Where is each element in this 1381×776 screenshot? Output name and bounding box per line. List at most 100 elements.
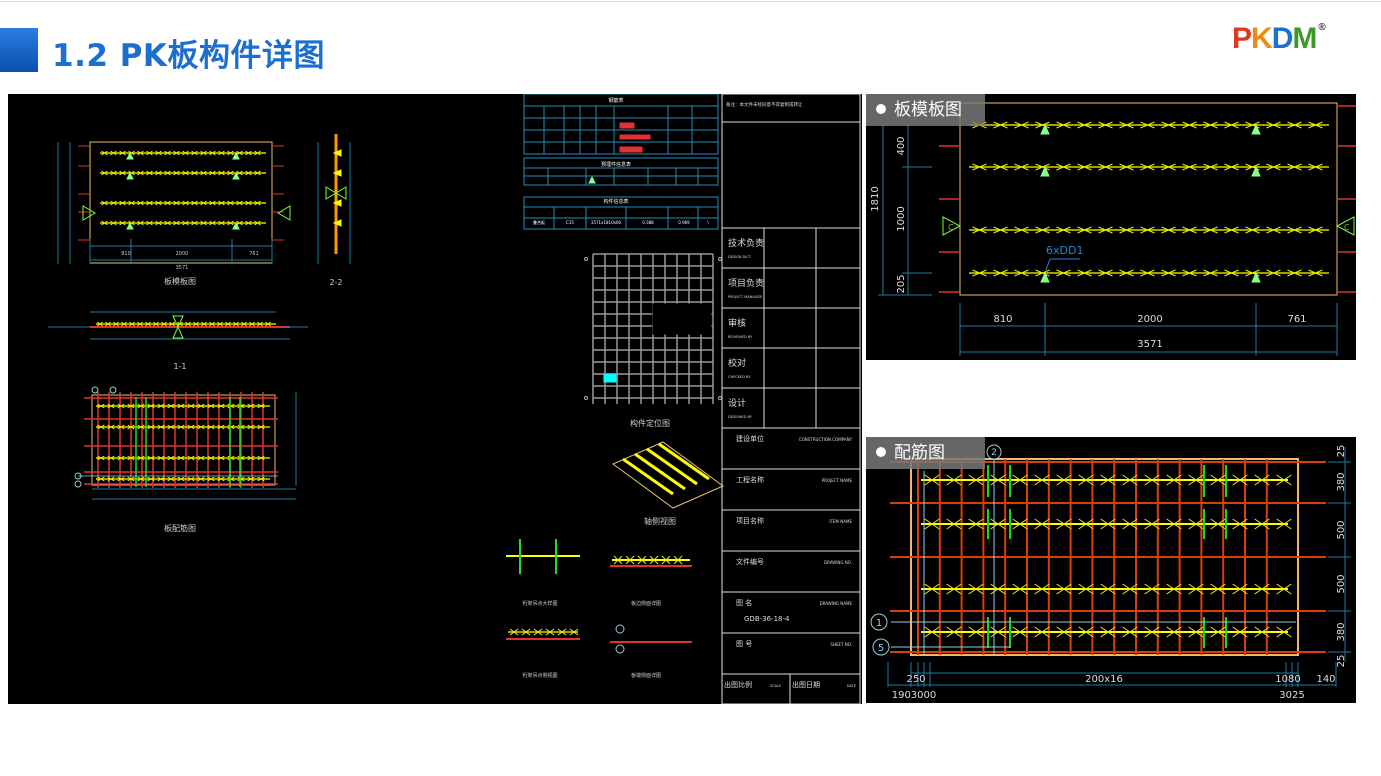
truss-web <box>968 518 984 530</box>
truss-web <box>1232 583 1248 595</box>
axis-circle <box>872 638 890 656</box>
dim-label: 205 <box>896 274 907 293</box>
axo-truss <box>646 447 698 486</box>
truss-web <box>146 150 153 156</box>
truss-web <box>147 403 155 409</box>
truss-web <box>924 626 940 638</box>
truss-web <box>137 220 144 226</box>
truss-web <box>946 626 962 638</box>
truss-web <box>1078 626 1094 638</box>
table-title: 构件信息表 <box>603 198 628 205</box>
rebar-sketch <box>619 134 651 140</box>
truss-web <box>1308 269 1323 277</box>
formwork-detail-panel[interactable]: 6xDD1 810 2000 761 3571 400 1000 205 181… <box>866 94 1356 360</box>
truss-web <box>1078 583 1094 595</box>
truss-web <box>155 170 162 176</box>
truss-web <box>105 321 111 327</box>
truss-web <box>1140 226 1155 234</box>
truss-web <box>924 583 940 595</box>
truss-web <box>1182 163 1197 171</box>
truss-web <box>157 403 165 409</box>
bullet-icon <box>876 104 886 114</box>
truss-web <box>1078 518 1094 530</box>
truss-web <box>207 455 215 461</box>
truss-web <box>107 403 115 409</box>
truss-web <box>167 455 175 461</box>
truss-web <box>1224 226 1239 234</box>
title-block-label: 项目名称 <box>736 516 764 525</box>
truss-web <box>1077 163 1092 171</box>
dim-label: 1000 <box>896 206 907 231</box>
truss-web <box>1232 626 1248 638</box>
truss-web <box>1188 474 1204 486</box>
axo-truss <box>634 452 686 491</box>
truss-web <box>187 476 195 482</box>
truss-web <box>197 424 205 430</box>
cad-shape <box>172 315 184 329</box>
truss-web <box>1140 121 1155 129</box>
truss-web <box>218 170 225 176</box>
section-22-title: 2-2 <box>329 278 342 287</box>
truss-web <box>236 220 243 226</box>
truss-web <box>990 518 1006 530</box>
dim-label: 761 <box>1287 314 1306 325</box>
title-block-label: 建设单位 <box>736 434 764 443</box>
axis-circle <box>74 480 82 488</box>
truss-web <box>254 220 261 226</box>
void <box>652 303 712 335</box>
truss-section <box>332 169 342 177</box>
truss-web <box>1144 474 1160 486</box>
cad-canvas: 板模板图 2-2 1-1 板配筋图 构件定位图 轴侧视图 桁架吊点大样图 板边侧… <box>48 93 861 705</box>
embedded-part-icon <box>126 221 134 230</box>
truss-web <box>1245 163 1260 171</box>
axis-circle <box>91 386 99 394</box>
truss-web <box>127 476 135 482</box>
dim-label: 3571 <box>176 265 189 271</box>
truss-web <box>533 628 543 636</box>
truss-web <box>1012 518 1028 530</box>
truss-web <box>137 150 144 156</box>
truss-web <box>101 150 108 156</box>
axis-circle <box>986 444 1002 460</box>
circle-mark: 5 <box>878 643 884 654</box>
truss-web <box>1276 474 1292 486</box>
truss-web <box>1161 226 1176 234</box>
truss-web <box>241 321 247 327</box>
truss-web <box>257 476 265 482</box>
truss-web <box>218 220 225 226</box>
truss-web <box>146 220 153 226</box>
truss-web <box>1140 163 1155 171</box>
table-cell: 3571x1810x60 <box>591 220 622 225</box>
axis-circle <box>615 644 625 654</box>
truss-web <box>924 518 940 530</box>
cad-drawing-panel[interactable]: 板模板图 2-2 1-1 板配筋图 构件定位图 轴侧视图 桁架吊点大样图 板边侧… <box>8 93 862 705</box>
truss-web <box>1245 269 1260 277</box>
top-divider <box>0 1 1381 2</box>
truss-web <box>1056 121 1071 129</box>
title-block-label: 设计 <box>728 397 746 409</box>
truss-section <box>332 199 342 207</box>
axo-truss <box>622 457 674 496</box>
truss-web <box>1287 226 1302 234</box>
truss-web <box>167 476 175 482</box>
dim-label: 3025 <box>1279 690 1304 701</box>
detail-title: 桁架吊点侧视图 <box>522 672 557 679</box>
truss-web <box>237 424 245 430</box>
truss-web <box>209 150 216 156</box>
truss-web <box>1077 269 1092 277</box>
truss-web <box>1098 226 1113 234</box>
dim-label: 1080 <box>1275 674 1300 685</box>
truss-web <box>209 220 216 226</box>
truss-web <box>1224 121 1239 129</box>
truss-web <box>1034 474 1050 486</box>
truss-web <box>155 150 162 156</box>
truss-web <box>1276 583 1292 595</box>
rebar-detail-panel[interactable]: 2 1 5 25 380 500 500 380 25 250 200x16 1… <box>866 437 1356 703</box>
dim-label: 25 <box>1336 445 1347 458</box>
truss-web <box>227 424 235 430</box>
truss-section <box>332 219 342 227</box>
section-mark: C <box>948 223 954 232</box>
truss-web <box>97 321 103 327</box>
truss-web <box>187 424 195 430</box>
truss-web <box>1014 121 1029 129</box>
